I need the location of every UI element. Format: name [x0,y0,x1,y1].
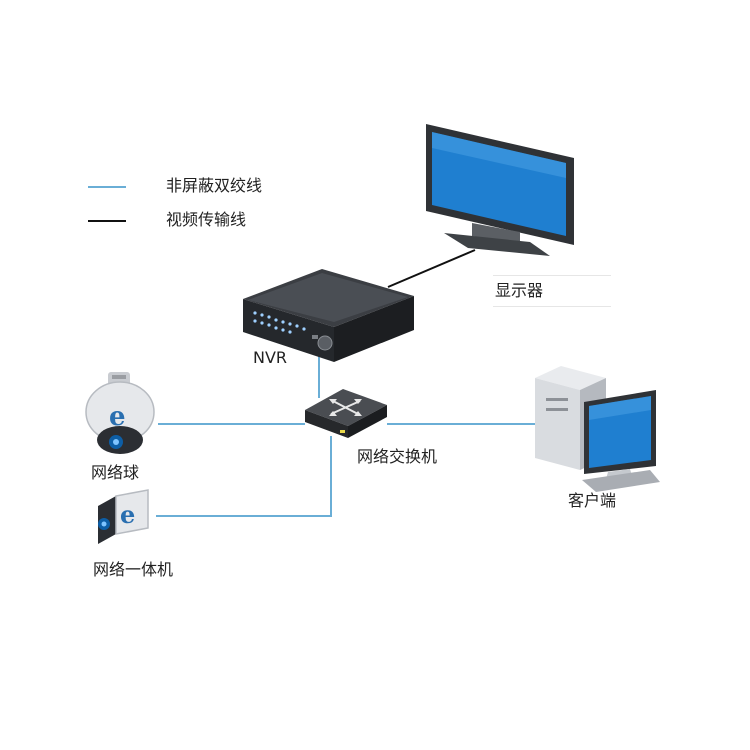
monitor-label-box: 显示器 [493,275,611,307]
legend-video-label: 视频传输线 [166,210,247,229]
nvr-icon [243,269,414,362]
cables [156,249,535,517]
switch-icon [305,389,387,438]
client-pc-icon [535,366,660,492]
monitor-label: 显示器 [495,281,544,300]
legend-utp-label: 非屏蔽双绞线 [166,176,263,195]
nvr-label: NVR [253,348,288,367]
legend-utp-swatch [88,186,126,188]
legend-video-swatch [88,220,126,222]
client-label: 客户端 [568,491,617,510]
video-cable-nvr-monitor [387,249,476,288]
bullet-camera-label: 网络一体机 [93,560,174,579]
svg-text:e: e [109,402,126,432]
utp-cable-bullet-switch [156,436,332,517]
bullet-camera-icon: e [98,489,149,544]
switch-label: 网络交换机 [357,447,438,466]
svg-text:e: e [120,500,135,529]
monitor-icon [426,124,574,256]
dome-camera-icon: e [85,372,155,454]
dome-camera-label: 网络球 [91,463,140,482]
